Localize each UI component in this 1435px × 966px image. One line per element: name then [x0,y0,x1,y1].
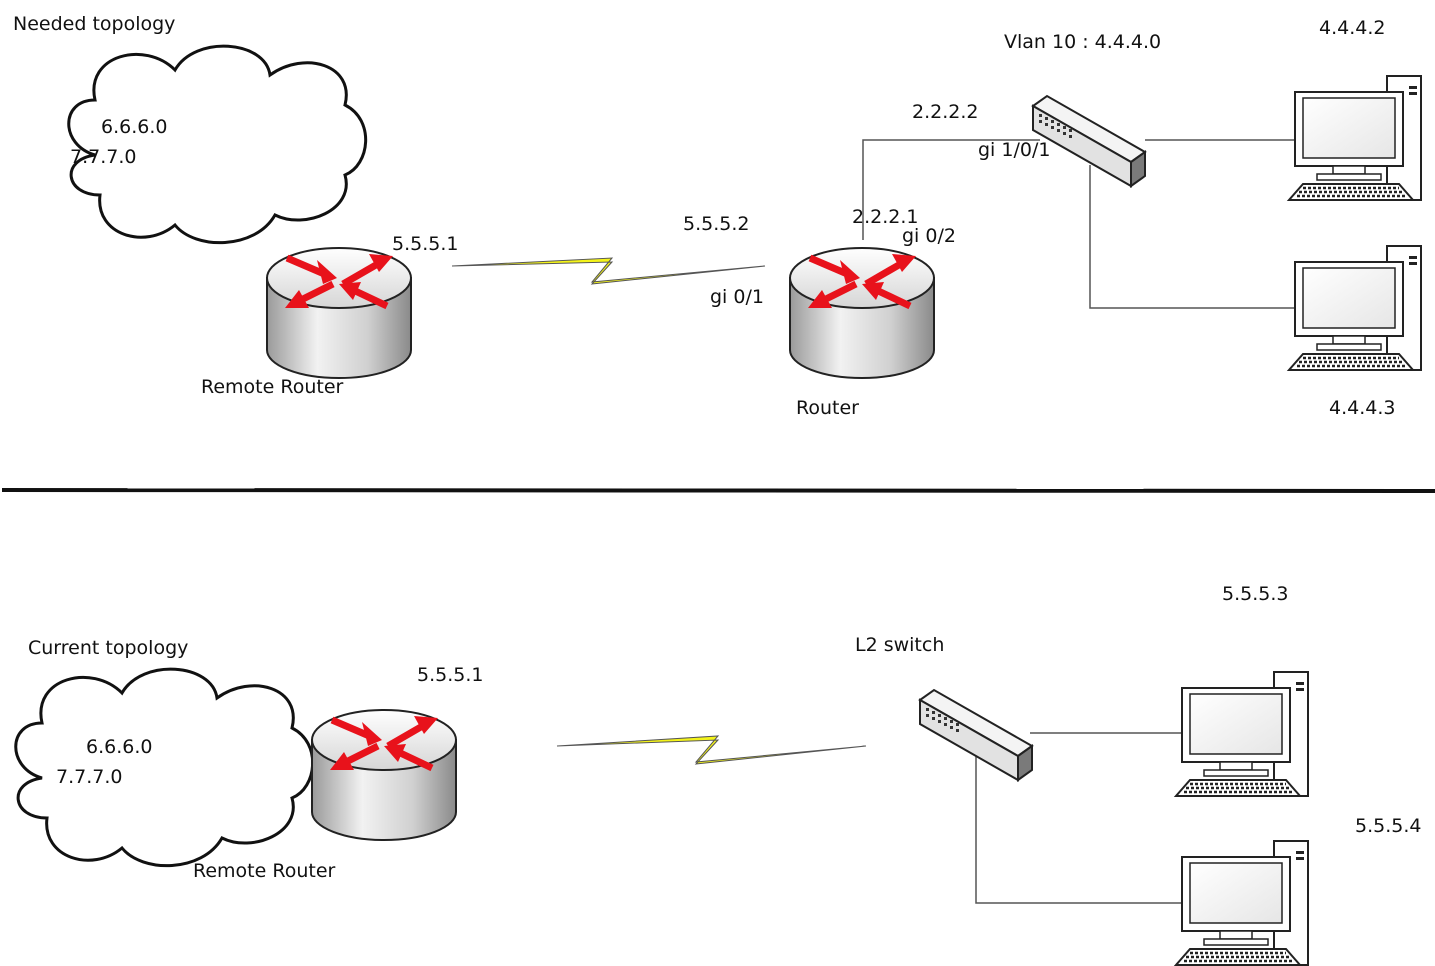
switch-interface: gi 1/0/1 [978,139,1050,161]
pc-ip: 5.5.5.4 [1355,815,1421,837]
remote-router-label: Remote Router [193,860,336,882]
router-wan-ip: 5.5.5.2 [683,213,749,235]
pc-icon [1287,74,1423,202]
serial-link-icon [451,257,766,285]
router-wan-interface: gi 0/1 [710,286,764,308]
cloud-network-label: 7.7.7.0 [70,146,136,168]
remote-router-ip: 5.5.5.1 [392,233,458,255]
pc-icon [1287,244,1423,372]
pc-icon [1174,839,1310,966]
needed-topology: Needed topology 6.6.6.0 7.7.7.0 Remote R… [13,13,1423,419]
pc-ip: 4.4.4.3 [1329,397,1395,419]
switch-ip: 2.2.2.2 [912,101,978,123]
remote-router-label: Remote Router [201,376,344,398]
ethernet-link [862,139,1295,309]
router-label: Router [796,397,859,419]
cloud-network-label: 6.6.6.0 [86,736,152,758]
router-icon [267,248,411,378]
cloud-network-label: 6.6.6.0 [101,116,167,138]
router-icon [790,248,934,378]
pc-icon [1174,670,1310,798]
vlan-label: Vlan 10 : 4.4.4.0 [1004,31,1161,53]
router-lan-ip: 2.2.2.1 [852,206,918,228]
needed-topology-title: Needed topology [13,13,175,35]
router-icon [312,710,456,840]
section-divider [1,488,1435,493]
remote-router-ip: 5.5.5.1 [417,664,483,686]
current-topology-title: Current topology [28,637,188,659]
cloud-icon [67,44,368,245]
router-lan-interface: gi 0/2 [902,225,956,247]
switch-label: L2 switch [855,634,944,656]
cloud-network-label: 7.7.7.0 [56,766,122,788]
pc-ip: 5.5.5.3 [1222,583,1288,605]
ethernet-link [975,732,1182,904]
serial-link-icon [556,735,867,765]
pc-ip: 4.4.4.2 [1319,17,1385,39]
current-topology: Current topology 6.6.6.0 7.7.7.0 Remote … [14,583,1421,966]
